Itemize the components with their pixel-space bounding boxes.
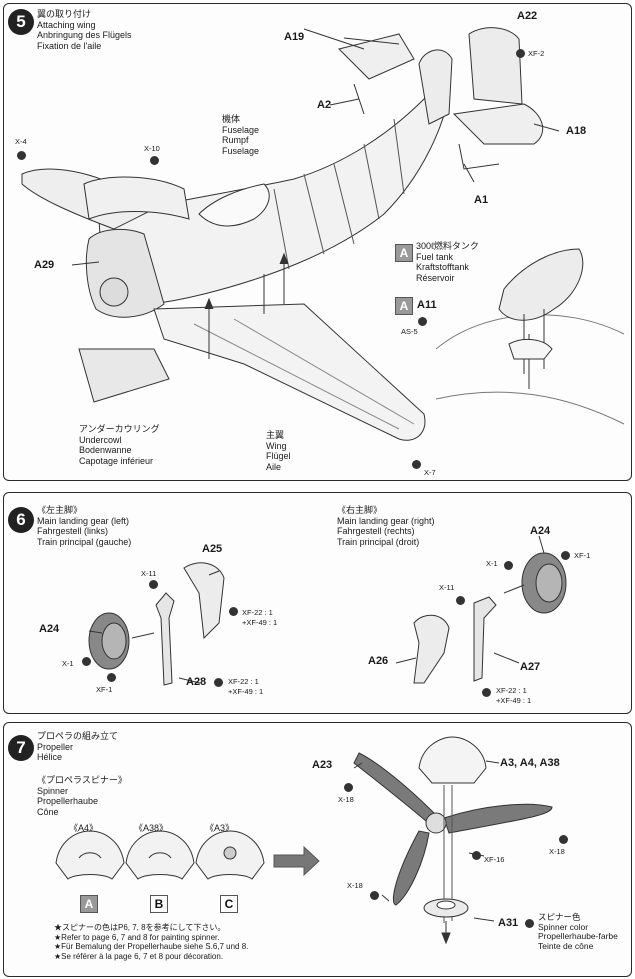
paint-dot: [456, 596, 465, 605]
paint-xf22-right: XF-22 : 1: [496, 686, 527, 695]
step-number: 6: [8, 507, 34, 533]
part-label-a3-a4-a38: A3, A4, A38: [500, 757, 560, 769]
part-label-a19: A19: [284, 31, 305, 43]
paint-code-x1-left: X-1: [62, 659, 74, 668]
paint-xf49-left: +XF-49 : 1: [242, 618, 278, 627]
part-label-a24-right: A24: [530, 525, 551, 537]
paint-dot: [516, 49, 525, 58]
part-label-a29: A29: [34, 259, 55, 271]
paint-dot: [412, 460, 421, 469]
part-label-a28: A28: [186, 676, 207, 688]
paint-dot: [150, 156, 159, 165]
paint-dot: [561, 551, 570, 560]
paint-dot: [370, 891, 379, 900]
paint-dot: [418, 317, 427, 326]
spinner-notes: ★スピナーの色はP6, 7, 8を参考にして下さい。★Refer to page…: [54, 923, 249, 961]
paint-dot: [472, 851, 481, 860]
left-gear-title: 《左主脚》Main landing gear (left) Fahrgestel…: [37, 505, 132, 547]
paint-dot: [559, 835, 568, 844]
spinner-option-label-a3: 《A3》: [205, 823, 235, 833]
paint-dot: [17, 151, 26, 160]
spinner-option-mark-a: A: [80, 895, 98, 913]
spinner-option-label-a4: 《A4》: [69, 823, 99, 833]
right-gear-title: 《右主脚》Main landing gear (right) Fahrgeste…: [337, 505, 435, 547]
paint-code-x11-right: X-11: [439, 583, 455, 592]
paint-dot: [107, 673, 116, 682]
paint-code-x1-right: X-1: [486, 559, 498, 568]
part-label-a25: A25: [202, 543, 223, 555]
paint-code-as5: AS-5: [401, 327, 418, 336]
paint-dot: [482, 688, 491, 697]
paint-code-x7: X-7: [424, 468, 436, 477]
part-label-a2: A2: [317, 99, 332, 111]
part-label-a11: A11: [417, 299, 437, 311]
paint-xf22-left: XF-22 : 1: [242, 608, 273, 617]
spinner-option-mark-b: B: [150, 895, 168, 913]
paint-code-xf16: XF-16: [484, 855, 505, 864]
paint-dot: [214, 678, 223, 687]
paint-xf49b-left: +XF-49 : 1: [228, 687, 264, 696]
step-6-panel: 6 《左主脚》Main landing gear (left) Fahrgest…: [3, 492, 632, 714]
part-label-a22: A22: [517, 10, 538, 22]
step-number: 5: [8, 9, 34, 35]
paint-dot: [344, 783, 353, 792]
part-label-a18: A18: [566, 125, 587, 137]
paint-xf49-right: +XF-49 : 1: [496, 696, 532, 705]
paint-dot: [229, 607, 238, 616]
paint-code-x4: X-4: [15, 137, 27, 146]
paint-code-x18-a: X-18: [338, 795, 354, 804]
part-label-a1: A1: [474, 194, 489, 206]
paint-dot: [149, 580, 158, 589]
paint-code-xf1-right: XF-1: [574, 551, 591, 560]
paint-code-x18-c: X-18: [347, 881, 363, 890]
spinner-option-mark-c: C: [220, 895, 238, 913]
spinner-option-label-a38: 《A38》: [134, 823, 169, 833]
paint-code-x10: X-10: [144, 144, 160, 153]
part-label-a24-left: A24: [39, 623, 60, 635]
step-7-illustration: [4, 723, 631, 976]
part-label-a27: A27: [520, 661, 541, 673]
paint-code-xf1-left: XF-1: [96, 685, 113, 694]
step-5-illustration: [4, 4, 631, 480]
option-mark-a: A: [395, 244, 413, 262]
part-label-a23: A23: [312, 759, 333, 771]
paint-code-x18-b: X-18: [549, 847, 565, 856]
paint-xf22b-left: XF-22 : 1: [228, 677, 259, 686]
paint-dot: [525, 919, 534, 928]
paint-dot: [504, 561, 513, 570]
paint-code-xf2: XF-2: [528, 49, 545, 58]
part-label-a31: A31: [498, 917, 519, 929]
option-mark-a: A: [395, 297, 413, 315]
step-number: 7: [8, 735, 34, 761]
step-6-illustration: [4, 493, 631, 713]
paint-code-x11-left: X-11: [141, 569, 157, 578]
part-label-a26: A26: [368, 655, 389, 667]
paint-dot: [82, 657, 91, 666]
